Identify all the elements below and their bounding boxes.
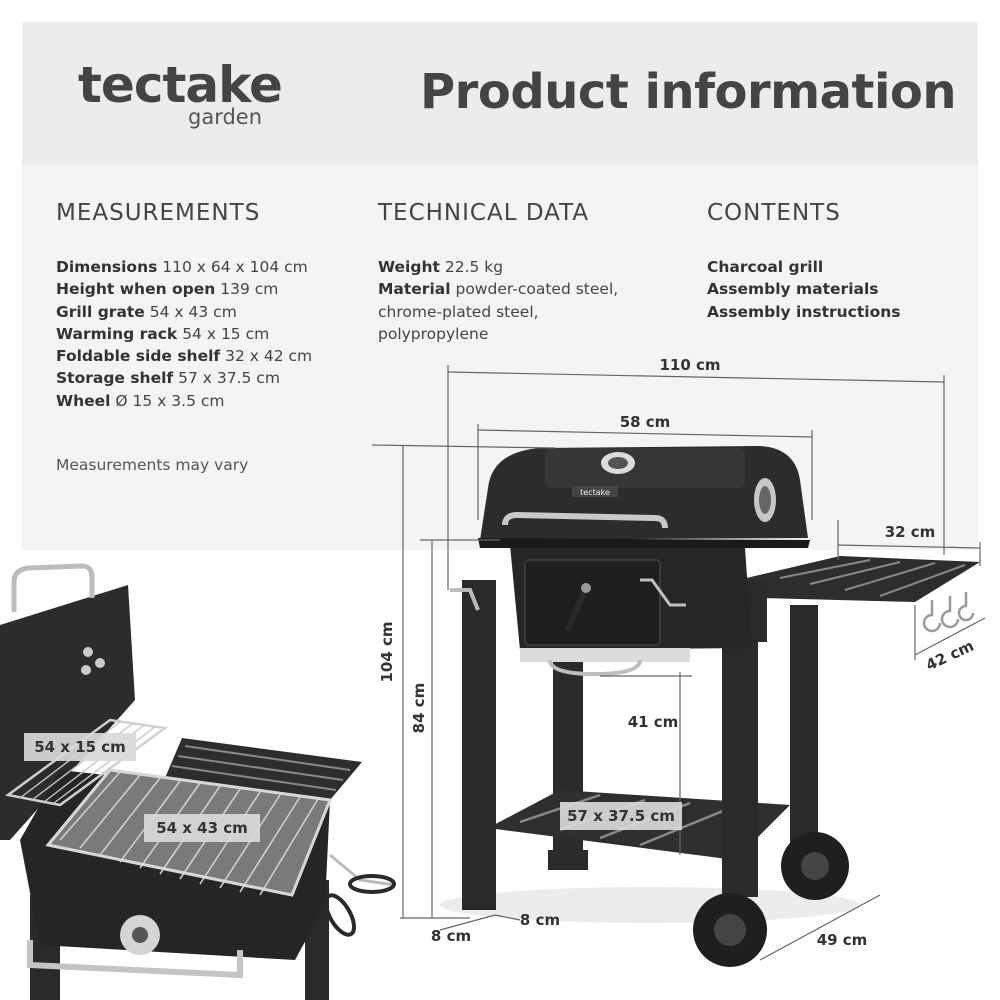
warming-rack-label-bg [24, 733, 136, 761]
contents-list: Charcoal grill Assembly materials Assemb… [707, 256, 901, 323]
dim-leg-d: 8 cm [520, 911, 560, 929]
open-grill-detail [0, 563, 396, 1000]
measure-row: Wheel Ø 15 x 3.5 cm [56, 390, 312, 412]
tech-row-material-cont: polypropylene [378, 323, 618, 345]
measure-row: Height when open 139 cm [56, 278, 312, 300]
dim-32: 32 cm [885, 523, 936, 541]
grill-grate-label-bg [144, 814, 260, 842]
measurements-note: Measurements may vary [56, 456, 249, 474]
weight-label: Weight [378, 258, 440, 276]
dim-58: 58 cm [620, 413, 671, 431]
technical-heading: TECHNICAL DATA [378, 200, 590, 226]
contents-item: Assembly materials [707, 280, 879, 299]
measure-row: Storage shelf 57 x 37.5 cm [56, 367, 312, 389]
dim-41: 41 cm [628, 713, 679, 731]
material-line: polypropylene [378, 324, 489, 343]
dim-110: 110 cm [659, 356, 720, 374]
material-line: powder-coated steel, [455, 280, 619, 299]
measure-value: 54 x 43 cm [149, 302, 237, 321]
contents-item: Assembly instructions [707, 302, 901, 321]
contents-item: Charcoal grill [707, 258, 824, 276]
measure-value: 32 x 42 cm [225, 347, 313, 366]
measure-label: Height when open [56, 280, 216, 299]
measure-label: Dimensions [56, 258, 158, 276]
technical-list: Weight 22.5 kg Material powder-coated st… [378, 256, 618, 345]
measure-label: Storage shelf [56, 369, 174, 388]
tech-row-material: Material powder-coated steel, [378, 278, 618, 300]
measurements-list: Dimensions 110 x 64 x 104 cm Height when… [56, 256, 312, 412]
dim-42: 42 cm [923, 637, 976, 675]
dim-leg-w: 8 cm [431, 927, 471, 945]
measure-label: Grill grate [56, 302, 145, 321]
weight-value: 22.5 kg [444, 258, 504, 276]
measure-row: Warming rack 54 x 15 cm [56, 323, 312, 345]
label-grill-grate: 54 x 43 cm [156, 819, 248, 837]
contents-heading: CONTENTS [707, 200, 841, 226]
material-label: Material [378, 280, 451, 299]
hood-logo: tectake [580, 488, 610, 497]
dim-storage: 57 x 37.5 cm [567, 807, 675, 825]
measure-row: Grill grate 54 x 43 cm [56, 301, 312, 323]
measurements-heading: MEASUREMENTS [56, 200, 261, 226]
tech-row-weight: Weight 22.5 kg [378, 256, 618, 278]
measure-value: 139 cm [220, 280, 279, 299]
tech-row-material-cont: chrome-plated steel, [378, 301, 618, 323]
page-title: Product information [420, 64, 957, 120]
measure-row: Foldable side shelf 32 x 42 cm [56, 345, 312, 367]
brand-logo: tectake [78, 56, 283, 114]
dim-84: 84 cm [410, 683, 428, 734]
measure-label: Warming rack [56, 324, 178, 343]
brand-subline: garden [188, 105, 263, 129]
measure-label: Wheel [56, 391, 111, 410]
main-grill: tectake [440, 446, 980, 967]
dim-104: 104 cm [378, 621, 396, 682]
measure-value: 54 x 15 cm [182, 324, 270, 343]
material-line: chrome-plated steel, [378, 302, 539, 321]
measure-value: 57 x 37.5 cm [178, 369, 280, 388]
label-warming-rack: 54 x 15 cm [34, 738, 126, 756]
header-band [22, 22, 978, 166]
dimension-lines [371, 365, 986, 961]
storage-label-bg [560, 802, 682, 830]
measure-row: Dimensions 110 x 64 x 104 cm [56, 256, 312, 278]
measure-label: Foldable side shelf [56, 347, 221, 366]
measure-value: 110 x 64 x 104 cm [162, 258, 308, 276]
measure-value: Ø 15 x 3.5 cm [115, 391, 225, 410]
dim-49: 49 cm [817, 931, 868, 949]
